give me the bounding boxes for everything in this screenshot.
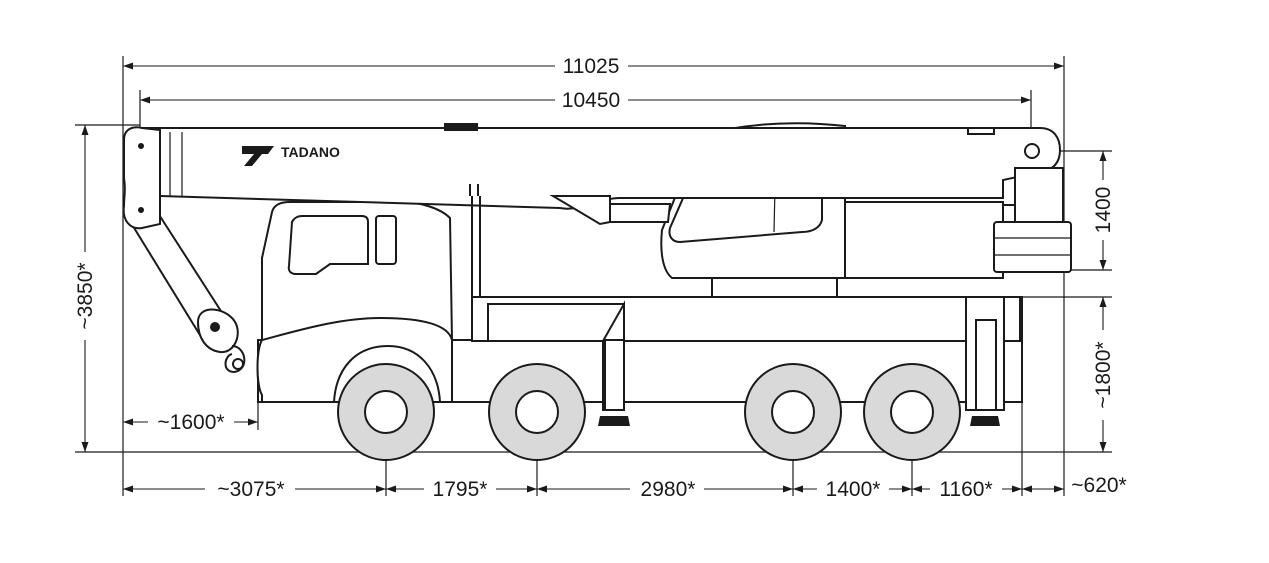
- dim-boom-length: 10450: [562, 89, 620, 112]
- cab-window: [287, 215, 369, 275]
- dim-front-overhang: ~1600*: [157, 411, 224, 434]
- tool-box: [487, 303, 625, 342]
- turntable: [711, 277, 838, 298]
- counterweight-bracket: [1002, 204, 1016, 223]
- crane-truck: TADANO: [122, 122, 1072, 461]
- boom-pivot-pin: [1024, 143, 1040, 159]
- dimension-lines: 11025 10450 ~3850* ~1600* ~3075* 1795* 2…: [74, 55, 1127, 501]
- dim-axle2-axle3: 2980*: [641, 478, 696, 501]
- boom-nose: [122, 126, 161, 230]
- dim-counterweight-height: 1400: [1092, 187, 1115, 234]
- boom-tail-cap: [967, 127, 995, 135]
- dim-deck-height: ~1800*: [1092, 341, 1115, 408]
- wheel-axle-4: [863, 363, 961, 461]
- front-fender: [256, 316, 453, 403]
- dim-overall-length: 11025: [563, 55, 620, 78]
- dim-axle1-axle2: 1795*: [433, 478, 488, 501]
- hook-pin: [210, 322, 220, 332]
- cab-side-window: [375, 215, 397, 265]
- front-outrigger-pad: [598, 416, 630, 426]
- dim-rear-overhang: ~620*: [1071, 474, 1126, 497]
- boom-mast-head: [469, 184, 479, 196]
- counterweight: [993, 221, 1072, 273]
- boom-lift-cylinder: [549, 195, 611, 226]
- front-outrigger-leg: [604, 339, 625, 411]
- rear-outrigger-pad: [970, 416, 1000, 426]
- brand-wordmark: TADANO: [281, 144, 340, 160]
- dim-front-to-axle1: ~3075*: [217, 478, 284, 501]
- boom-top-fitting: [444, 123, 478, 131]
- wheels: [337, 363, 961, 461]
- boom-cylinder-rod: [609, 203, 672, 223]
- boom-head-pin-top: [138, 143, 144, 149]
- dim-overall-height: ~3850*: [74, 262, 97, 329]
- tadano-logo-mark: [242, 146, 274, 166]
- wheel-axle-2: [488, 363, 586, 461]
- boom-head-pin-bottom: [138, 207, 144, 213]
- jib-strut: [127, 209, 229, 341]
- counterweight-base: [844, 201, 1004, 279]
- dim-axle4-outrigger: 1160*: [939, 478, 992, 501]
- counterweight-upper: [1014, 167, 1064, 223]
- hook: [224, 345, 246, 374]
- hook-eye: [232, 358, 244, 370]
- rear-outrigger-leg: [975, 319, 997, 411]
- wheel-axle-3: [744, 363, 842, 461]
- tadano-logo: TADANO: [242, 144, 340, 166]
- dim-axle3-axle4: 1400*: [826, 478, 881, 501]
- wheel-axle-1: [337, 363, 435, 461]
